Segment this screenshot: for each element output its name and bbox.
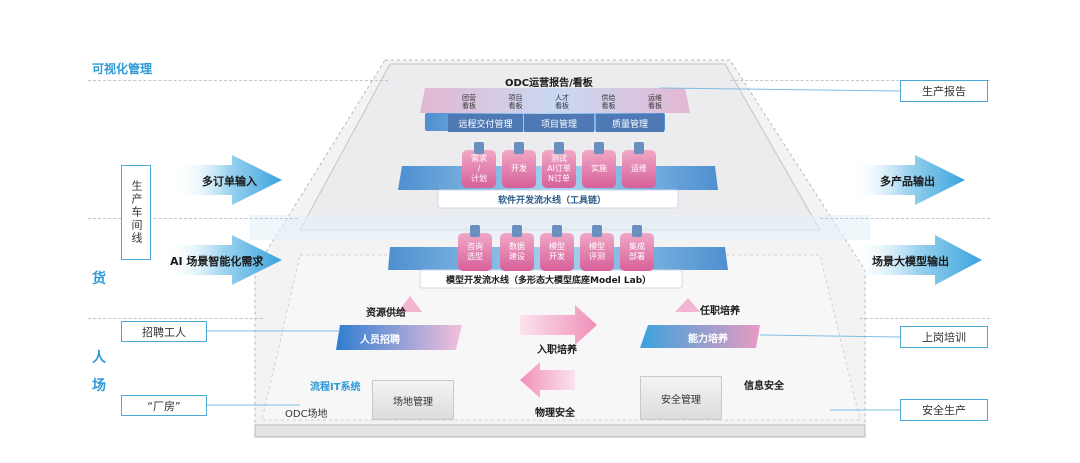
software-pipeline-label: 软件开发流水线（工具链） — [498, 196, 607, 206]
quality-mgmt-bar: 质量管理 — [596, 114, 664, 132]
stage-data: 数据 建设 — [500, 225, 534, 271]
dashboard-card: 运维 看板 — [648, 94, 662, 110]
scene-model-output-label: 场景大模型输出 — [872, 255, 949, 268]
guide-line-2 — [730, 80, 990, 81]
stage-test: 测试 AI订单 N订单 — [542, 142, 576, 188]
in-job-training-label: 任职培养 — [700, 306, 740, 317]
guide-line-3 — [88, 218, 298, 219]
stage-deploy: 集成 部署 — [620, 225, 654, 271]
remote-delivery-bar: 远程交付管理 — [448, 114, 523, 132]
stage-model-eval: 模型 评测 — [580, 225, 614, 271]
recruit-label: 人员招聘 — [360, 335, 400, 346]
stage-consult: 咨询 选型 — [458, 225, 492, 271]
recruit-bar — [336, 325, 462, 350]
dashboard-card: 项目 看板 — [508, 94, 523, 110]
capability-bar — [640, 325, 760, 348]
multi-order-arrow — [175, 155, 282, 205]
model-pipeline-label: 模型开发流水线（多形态大模型底座Model Lab） — [446, 276, 652, 286]
dashboard-cards: 团营 看板 项目 看板 人才 看板 供给 看板 运维 看板 — [462, 94, 662, 114]
process-it-label: 流程IT系统 — [310, 382, 361, 393]
multi-order-input-label: 多订单输入 — [202, 175, 257, 188]
stage-develop: 开发 — [502, 142, 536, 188]
factory-box: “厂房” — [121, 395, 207, 416]
ai-demand-arrow — [165, 235, 282, 285]
safety-mgmt-box: 安全管理 — [640, 376, 722, 420]
dashboard-card: 人才 看板 — [555, 94, 569, 110]
job-training-box: 上岗培训 — [900, 326, 988, 348]
production-line-box: 生产车间线 — [121, 165, 151, 260]
goods-label: 货 — [92, 271, 106, 287]
guide-line-1 — [88, 80, 388, 81]
site-label: 场 — [92, 378, 106, 394]
onboarding-label: 入职培养 — [537, 345, 577, 356]
odc-report-title: ODC运营报告/看板 — [505, 78, 593, 89]
safe-production-box: 安全生产 — [900, 399, 988, 421]
physical-security-label: 物理安全 — [535, 408, 575, 419]
stage-requirement: 需求 / 计划 — [462, 142, 496, 188]
onboarding-arrow — [520, 305, 597, 345]
stage-ops: 运维 — [622, 142, 656, 188]
site-mgmt-box: 场地管理 — [372, 380, 454, 420]
visual-mgmt-label: 可视化管理 — [92, 62, 153, 76]
dashboard-card: 团营 看板 — [462, 94, 476, 110]
guide-line-5 — [88, 318, 263, 319]
project-mgmt-bar: 项目管理 — [524, 114, 594, 132]
dashboard-card: 供给 看板 — [601, 94, 616, 110]
ai-scene-demand-label: AI 场景智能化需求 — [170, 255, 264, 268]
guide-line-6 — [860, 318, 990, 319]
info-security-label: 信息安全 — [744, 381, 784, 392]
stage-model-dev: 模型 开发 — [540, 225, 574, 271]
guide-line-4 — [820, 218, 990, 219]
multi-product-arrow — [850, 155, 965, 205]
physical-security-arrow — [520, 362, 575, 398]
recruit-workers-box: 招聘工人 — [121, 321, 207, 342]
scene-model-arrow — [850, 235, 982, 285]
production-report-box: 生产报告 — [900, 80, 988, 102]
multi-product-output-label: 多产品输出 — [880, 175, 935, 188]
people-label: 人 — [92, 350, 106, 366]
capability-label: 能力培养 — [688, 334, 728, 345]
odc-site-label: ODC场地 — [285, 409, 328, 420]
resource-supply-label: 资源供给 — [366, 308, 406, 319]
stage-implement: 实施 — [582, 142, 616, 188]
